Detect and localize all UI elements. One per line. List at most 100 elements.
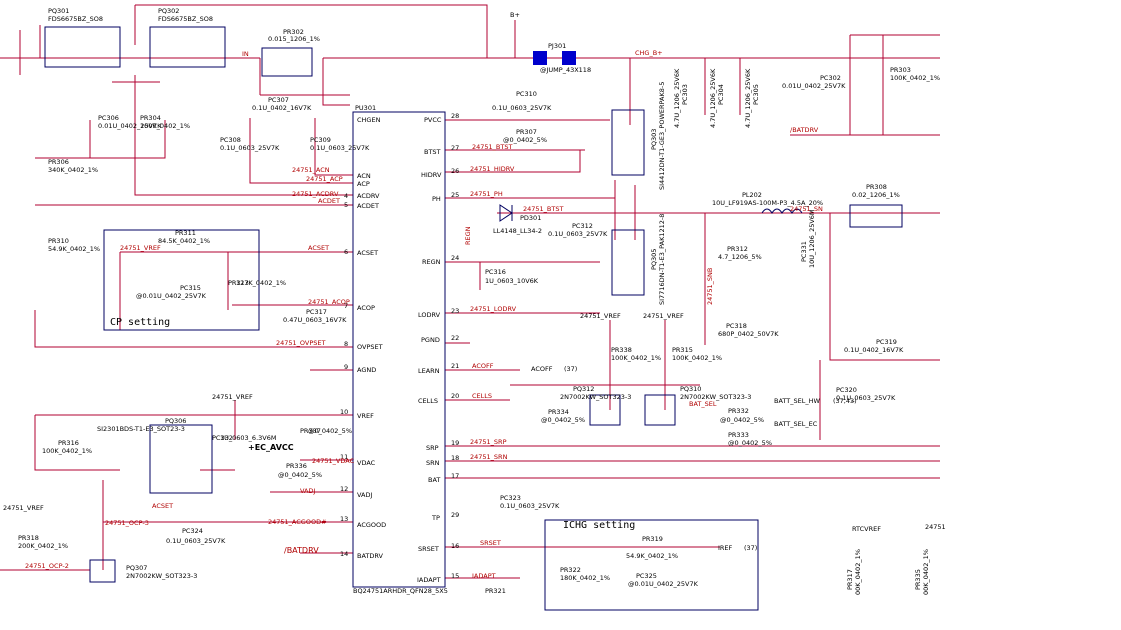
pq305-part: SI7716DN-T1-E3_PAK1212-8 <box>658 214 666 305</box>
pc307-ref: PC307 <box>268 96 289 104</box>
pr307-val: @0_0402_5% <box>503 136 547 144</box>
pc309-val: 0.1U_0603_25V7K <box>310 144 370 152</box>
pr304-val: 100K_0402_1% <box>140 122 190 130</box>
pc324-val: 0.1U_0603_25V7K <box>166 537 226 545</box>
pc320-ref: PC320 <box>836 386 857 394</box>
net-vdac-label: 24751_VDAC <box>312 457 355 465</box>
rtcvref-label: RTCVREF <box>852 525 881 533</box>
net-vref-a-label: 24751_VREF <box>580 312 621 320</box>
net-vref-mid-label: 24751_VREF <box>212 393 253 401</box>
pc317-val: 0.47U_0603_16V7K <box>283 316 347 324</box>
pr302-sense-resistor <box>261 47 313 77</box>
pin-acdet: ACDET <box>357 202 379 210</box>
pr322-val: 180K_0402_1% <box>560 574 610 582</box>
pin-num-13: 13 <box>340 515 348 523</box>
net-acdrv-label: 24751_ACDRV <box>292 190 339 198</box>
pin-vadj: VADJ <box>357 491 372 499</box>
pr332-ref: PR332 <box>728 407 749 415</box>
pin-pgnd: PGND <box>421 336 440 344</box>
pc316-ref: PC316 <box>485 268 506 276</box>
batdrv-bot-label: /BATDRV <box>284 546 319 555</box>
net-bat-sel-label: BAT_SEL <box>689 400 717 408</box>
pc304-val: 4.7U_1206_25V6K <box>709 68 717 128</box>
pin-num-4: 4 <box>344 192 348 200</box>
pq306-part: SI2301BDS-T1-E3_SOT23-3 <box>97 425 185 433</box>
pin-num-27: 27 <box>451 144 459 152</box>
pr317-ref: PR317 <box>846 569 854 590</box>
net-acn-label: 24751_ACN <box>292 166 330 174</box>
pin-srp: SRP <box>426 444 439 452</box>
pr319-ref: PR319 <box>642 535 663 543</box>
pj301-ref: PJ301 <box>548 42 566 50</box>
pc302-ref: PC302 <box>820 74 841 82</box>
pc316-val: 1U_0603_10V6K <box>485 277 539 285</box>
net-acdet-label: ACDET <box>318 197 340 205</box>
pr315-ref: PR315 <box>672 346 693 354</box>
pin-learn: LEARN <box>418 367 440 375</box>
net-vref-cp-label: 24751_VREF <box>120 244 161 252</box>
pin-hidrv: HIDRV <box>421 171 442 179</box>
pin-num-19: 19 <box>451 439 459 447</box>
pin-num-24: 24 <box>451 254 459 262</box>
net-cells-label: CELLS <box>472 392 492 400</box>
net-btst2-label: 24751_BTST <box>523 205 563 213</box>
pq305-ref: PQ305 <box>650 249 658 270</box>
net-btst-label: 24751_BTST <box>472 143 512 151</box>
cp-setting-box <box>103 229 260 331</box>
pc317-ref: PC317 <box>306 308 327 316</box>
pj301-val: @JUMP_43X118 <box>540 66 591 74</box>
pj301-jumper-a <box>533 51 547 65</box>
batt-sel-ec-label: BATT_SEL_EC <box>774 420 818 428</box>
pq302-part: FDS6675BZ_SO8 <box>158 15 213 23</box>
net-acset-label: ACSET <box>308 244 329 252</box>
net-srset-label: SRSET <box>480 539 501 547</box>
pc324-ref: PC324 <box>182 527 203 535</box>
pc307-val: 0.1U_0402_16V7K <box>252 104 312 112</box>
pc303-val: 4.7U_1206_25V6K <box>673 68 681 128</box>
pc325-val: @0.01U_0402_25V7K <box>628 580 699 588</box>
pq301-ref: PQ301 <box>48 7 69 15</box>
pin-cells: CELLS <box>418 397 438 405</box>
pc319-val: 0.1U_0402_16V7K <box>844 346 904 354</box>
pr303-val: 100K_0402_1% <box>890 74 940 82</box>
ichg-setting-label: ICHG setting <box>563 520 635 531</box>
pq305-mosfet-body <box>611 229 645 296</box>
chg-b-label: CHG_B+ <box>635 49 663 57</box>
pl202-inductor <box>761 208 803 214</box>
pin-agnd: AGND <box>357 366 376 374</box>
pr337-ref: PR337 <box>300 427 321 435</box>
pr302-ref: PR302 <box>283 28 304 36</box>
pin-num-25: 25 <box>451 191 459 199</box>
ic-part: BQ24751ARHDR_QFN28_5X5 <box>353 587 448 595</box>
pr315-val: 100K_0402_1% <box>672 354 722 362</box>
pl202-val: 10U_LF919AS-100M-P3_4.5A_20% <box>712 199 823 207</box>
pin-num-14: 14 <box>340 550 348 558</box>
pd301-diode <box>499 204 513 222</box>
pin-num-23: 23 <box>451 307 459 315</box>
pj301-jumper-b <box>562 51 576 65</box>
pc303-ref: PC303 <box>681 84 689 105</box>
pin-chgen: CHGEN <box>357 116 381 124</box>
pr337-val: @0_0402_5% <box>308 427 352 435</box>
pc315-ref: PC315 <box>180 284 201 292</box>
pin-num-11: 11 <box>340 453 348 461</box>
in-label: IN <box>242 50 249 58</box>
pr316-val: 100K_0402_1% <box>42 447 92 455</box>
pin-num-26: 26 <box>451 167 459 175</box>
pr336-val: @0_0402_5% <box>278 471 322 479</box>
pc318-val: 680P_0402_50V7K <box>718 330 779 338</box>
net-ph-label: 24751_PH <box>470 190 503 198</box>
pin-srn: SRN <box>426 459 440 467</box>
pin-acdrv: ACDRV <box>357 192 380 200</box>
pd301-ref: PD301 <box>520 214 541 222</box>
net-vref-b-label: 24751_VREF <box>643 312 684 320</box>
batt-sel-hw-label: BATT_SEL_HW <box>774 397 820 405</box>
pin-vref: VREF <box>357 412 374 420</box>
pin-num-29: 29 <box>451 511 459 519</box>
pr338-ref: PR338 <box>611 346 632 354</box>
pc318-ref: PC318 <box>726 322 747 330</box>
ic-ref: PU301 <box>355 104 376 112</box>
pr303-ref: PR303 <box>890 66 911 74</box>
pq310-ref: PQ310 <box>680 385 701 393</box>
net-ocp3-label: 24751_OCP-3 <box>105 519 149 527</box>
